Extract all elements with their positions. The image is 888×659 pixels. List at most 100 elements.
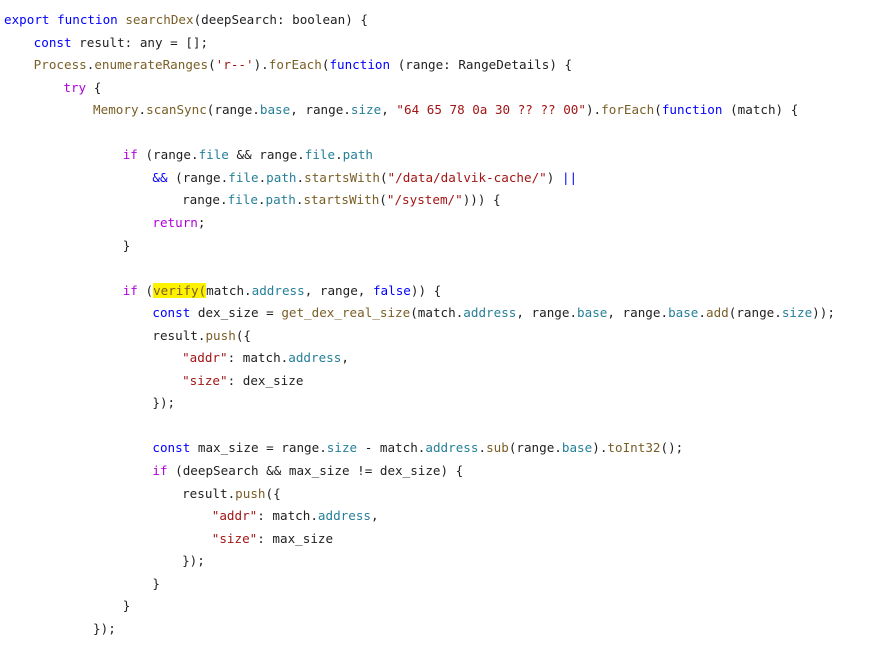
code-token: const [152,440,191,456]
code-token: base [561,440,593,456]
code-line: export function searchDex(deepSearch: bo… [4,9,368,31]
code-token: path [265,192,296,208]
code-token: || [561,169,578,185]
code-token: , range. [607,305,669,321]
code-token: result: any = []; [71,34,209,50]
code-token: "64 65 78 0a 30 ?? ?? 00" [396,102,586,118]
code-token: push [235,485,266,501]
code-token: : dex_size [227,372,304,388]
code-token: ))) { [462,192,501,208]
code-line: Memory.scanSync(range.base, range.size, … [93,99,798,121]
code-token: Process [33,57,87,73]
code-token: (match. [410,305,464,321]
code-token: . [257,192,266,208]
code-token: startsWith [304,169,380,185]
code-token: try [63,79,87,95]
code-line: result.push({ [152,325,251,347]
code-token: . [295,192,304,208]
code-token: ; [197,214,206,230]
code-token: && range. [228,147,305,163]
code-token: . [296,169,305,185]
code-token: toInt32 [607,440,661,456]
code-token: dex_size = [190,305,282,321]
code-token: result. [182,485,236,501]
code-token: base [577,305,608,321]
code-line: if (deepSearch && max_size != dex_size) … [152,460,463,482]
code-token: address [288,350,342,366]
code-token: base [668,305,699,321]
code-token: path [342,147,374,163]
code-line: "addr": match.address, [212,505,379,527]
code-token: file [304,147,336,163]
code-token: const [33,34,72,50]
code-token: address [425,440,479,456]
code-token: size [326,440,358,456]
code-token: (deepSearch: boolean) { [193,12,368,27]
code-token: 'r--' [215,57,254,73]
code-token: } [122,598,131,614]
code-token: false [372,282,411,298]
code-token: (range. [137,147,199,163]
code-token: "/system/" [386,192,463,208]
code-line: range.file.path.startsWith("/system/")))… [182,189,501,211]
code-token: "size" [182,372,228,388]
code-line: } [123,595,131,617]
code-token: range. [182,192,228,208]
code-line: if (verify(match.address, range, false))… [123,280,442,302]
code-token: Memory [93,102,139,118]
code-token: ( [137,282,154,298]
code-token: export function [4,12,126,27]
code-token: , [341,350,349,366]
code-token: ( [379,192,387,208]
code-token: file [227,192,258,208]
code-token: )) { [410,282,442,298]
code-line: const result: any = []; [34,32,208,54]
code-token: { [86,79,102,95]
code-line: if (range.file && range.file.path [123,144,373,166]
code-line: const max_size = range.size - match.addr… [152,437,683,459]
code-token: - match. [357,440,426,456]
code-token: ). [592,440,608,456]
code-line: try { [63,77,101,99]
code-token: "/data/dalvik-cache/" [387,169,547,185]
code-token: . [258,169,267,185]
code-line: "size": dex_size [182,370,303,392]
code-token: (range. [728,305,782,321]
code-token: push [205,327,236,343]
code-token: , [371,508,379,524]
code-token: add [706,305,729,321]
code-token: , range. [516,305,578,321]
code-token: max_size = range. [190,440,327,456]
code-token: . [86,57,95,73]
code-token: ( [321,57,330,73]
code-token: ) [546,169,562,185]
code-token: forEach [268,57,322,73]
code-token: const [152,305,191,321]
code-token: function [329,57,391,73]
code-token: "addr" [182,350,228,366]
code-token: return [152,214,198,230]
code-token: function [661,102,723,118]
code-line: Process.enumerateRanges('r--').forEach(f… [34,54,572,76]
code-token: address [251,282,305,298]
code-token: }); [152,395,176,411]
code-token: result. [152,327,206,343]
code-token: (range. [167,169,229,185]
code-token: scanSync [146,102,207,118]
code-token: (range. [508,440,562,456]
code-token: ). [253,57,269,73]
code-token: . [335,147,343,163]
code-token: (deepSearch && max_size != dex_size) { [167,463,464,478]
code-line: "size": max_size [212,528,333,550]
code-token: : max_size [257,530,334,546]
code-token: ({ [235,327,251,343]
code-token: (); [660,440,684,456]
code-token: searchDex [125,12,194,27]
code-token: . [138,102,147,118]
code-token: get_dex_real_size [281,305,411,321]
code-token: ( [379,169,388,185]
code-token: match. [206,282,252,298]
code-token: (range: RangeDetails) { [390,57,573,73]
code-token: }); [93,620,116,636]
